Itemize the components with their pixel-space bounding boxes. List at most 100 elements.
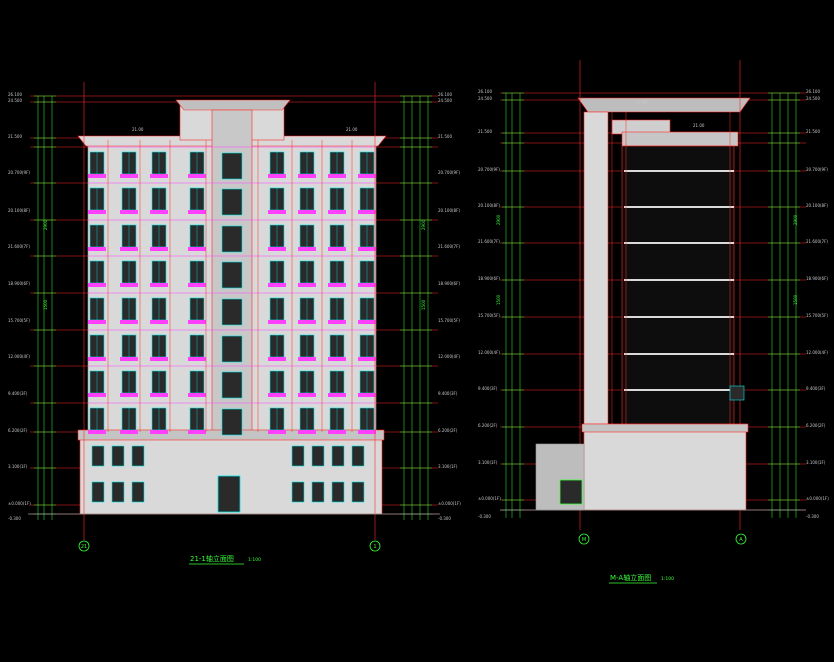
window-sill [188,283,206,287]
window-sill [150,357,168,361]
right-view-levels-right: 26.100 24.500 21.500 20.700(9F) 20.100(8… [806,89,829,519]
level-label: ±0.000(1F) [8,501,31,506]
level-label: 20.700(9F) [438,170,460,175]
window-sill [188,210,206,214]
window-sill [358,430,376,434]
left-view-title: 21-1轴立面图 [190,554,234,563]
window-sill [358,283,376,287]
level-label: 21.600(7F) [8,244,30,249]
window-sill [328,247,346,251]
window-sill [328,210,346,214]
level-label: 3.100(1F) [478,460,498,465]
level-label: ±0.000(1F) [438,501,461,506]
window-sill [328,357,346,361]
window-sill [150,174,168,178]
window-sill [268,283,286,287]
window-sill [298,320,316,324]
window-sill [328,320,346,324]
level-label: 15.700(5F) [8,318,30,323]
roof-cap [577,97,751,113]
window-sill [150,210,168,214]
main-facade [621,145,735,437]
level-label: 3.100(1F) [8,464,28,469]
window-sill [298,393,316,397]
base-window [111,481,125,503]
window-sill [268,247,286,251]
dimension-label: 2900 [43,219,48,230]
level-label: 18.900(6F) [478,276,500,281]
window-sill [268,174,286,178]
axis-label-m: M [582,537,586,543]
window-sill [120,283,138,287]
level-label: 20.700(9F) [478,167,500,172]
base-window [111,445,125,467]
window-sill [120,320,138,324]
level-label: ±0.000(1F) [806,496,829,501]
level-label: 21.600(7F) [438,244,460,249]
core-window [221,298,243,326]
level-label: 18.900(6F) [8,281,30,286]
dimension-label: 1500 [421,299,426,310]
window-sill [298,247,316,251]
level-label: 3.100(1F) [438,464,458,469]
axis-bubble-1 [369,540,381,552]
axis-label-1: 1 [373,544,376,550]
entrance-door [559,479,583,505]
level-label: 24.500 [478,96,492,101]
level-label: 26.100 [806,89,820,94]
dimension-label: 1500 [793,294,798,305]
window-sill [328,174,346,178]
window-sill [150,320,168,324]
window-sill [88,210,106,214]
base-window [91,445,105,467]
roof-cap [175,99,291,111]
balcony [729,385,745,401]
base-window [291,481,305,503]
left-view-levels-right: 26.100 24.500 21.500 20.700(9F) 20.100(8… [438,92,461,521]
window-sill [268,320,286,324]
core-window [221,225,243,253]
base-window [131,445,145,467]
level-label: 20.100(8F) [478,203,500,208]
window-sill [298,357,316,361]
core-window [221,371,243,399]
window-sill [120,357,138,361]
window-sill [88,320,106,324]
window-sill [120,210,138,214]
right-top-annotation-2: 21.00 [693,123,705,128]
core-window [221,408,243,436]
window-sill [188,357,206,361]
dimension-label: 2900 [793,214,798,225]
window-sill [268,430,286,434]
elevation-m-a: 21.00 21.00 26.100 24.500 21.500 20.700(… [478,60,829,584]
level-label: 6.200(2F) [438,428,458,433]
window-sill [88,283,106,287]
base-window [311,445,325,467]
level-label: 6.200(2F) [478,423,498,428]
window-sill [88,174,106,178]
window-sill [120,247,138,251]
base-window [91,481,105,503]
level-label: 3.100(1F) [806,460,826,465]
base-window [351,481,365,503]
window-sill [150,393,168,397]
window-sill [120,174,138,178]
window-sill [268,210,286,214]
level-label: 26.100 [438,92,452,97]
level-label: 20.100(8F) [438,208,460,213]
level-label: 12.000(4F) [438,354,460,359]
level-label: 20.700(9F) [8,170,30,175]
dimension-label: 2900 [421,219,426,230]
level-label: 6.200(2F) [8,428,28,433]
dimension-label: 2900 [496,214,501,225]
level-label: 21.500 [806,129,820,134]
level-label: 15.700(5F) [806,313,828,318]
core-window [221,152,243,180]
axis-bubble-21 [78,540,90,552]
window-sill [298,283,316,287]
level-label: 18.900(6F) [438,281,460,286]
core-window [221,188,243,216]
elevation-21-1: 21.00 21.00 26.100 24.500 21.500 20.700(… [8,82,461,565]
level-label: 18.900(6F) [806,276,828,281]
level-label: 9.400(3F) [438,391,458,396]
